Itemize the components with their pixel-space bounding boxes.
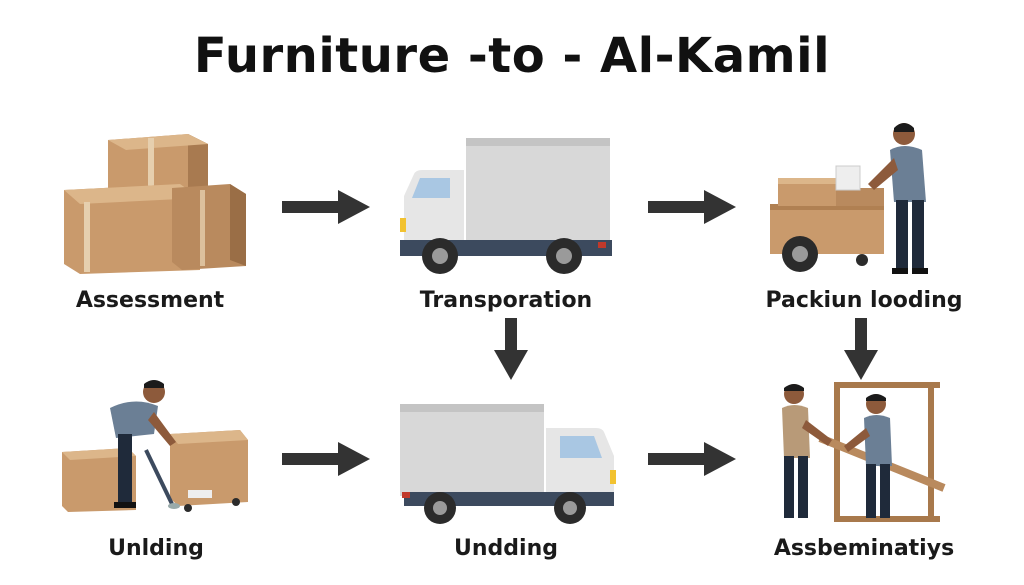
workers-assembling-icon [782,382,946,522]
diagram-title: Furniture -to - Al-Kamil [193,28,831,84]
step-label-unloading-2: Undding [454,536,558,561]
arrow-down-icon [844,318,878,380]
arrow-right-icon [648,190,736,224]
truck-icon [400,138,612,274]
boxes-icon [64,134,246,274]
worker-cart-icon [770,123,928,274]
truck-icon [400,404,616,524]
step-label-packing-loading: Packiun looding [765,288,963,313]
arrow-right-icon [282,190,370,224]
step-label-transportation: Transporation [419,288,593,313]
arrow-right-icon [282,442,370,476]
step-label-assessment: Assessment [75,288,225,313]
arrow-right-icon [648,442,736,476]
step-label-assembling: Assbeminatiys [773,536,955,561]
step-label-unloading: Unlding [108,536,204,561]
worker-lifting-icon [62,380,248,512]
arrow-down-icon [494,318,528,380]
